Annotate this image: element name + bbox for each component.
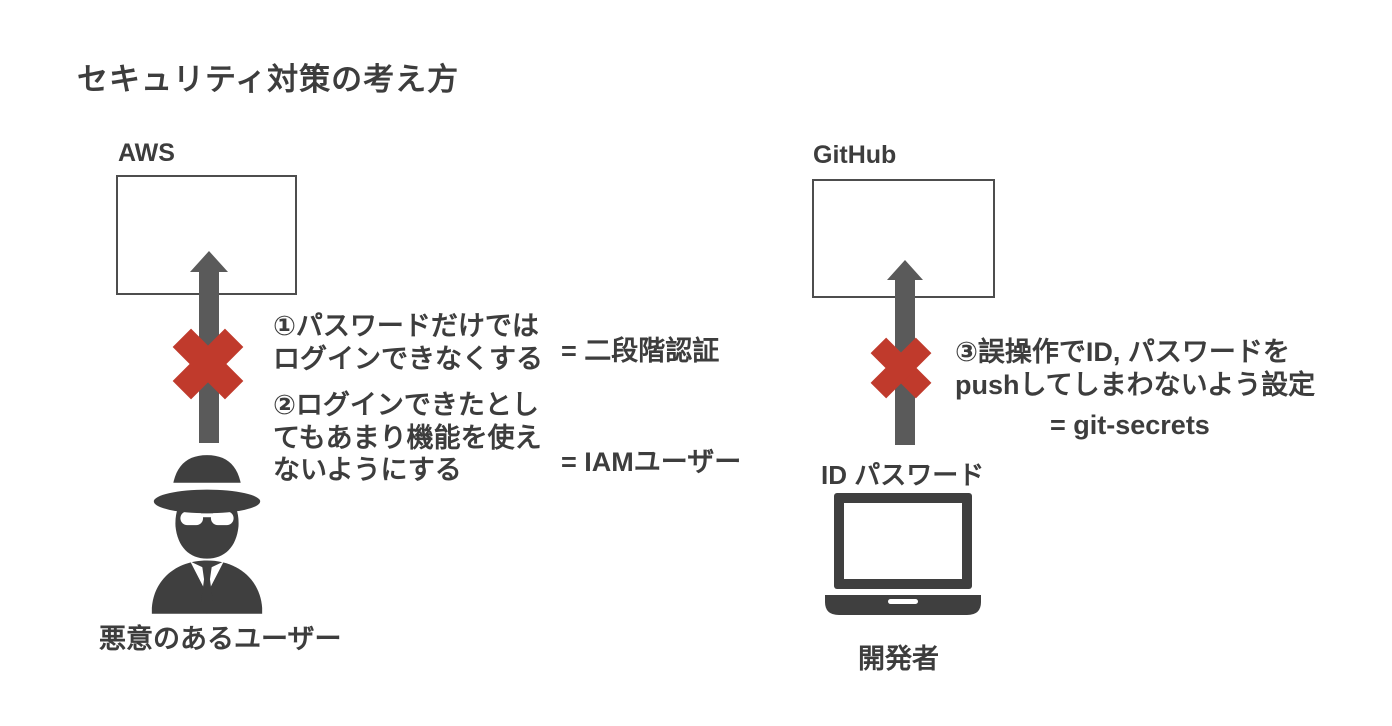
note-1-line-2: ログインできなくする: [273, 343, 543, 374]
up-arrow-shaft: [199, 270, 219, 443]
note-2-equals: = IAMユーザー: [561, 447, 742, 477]
note-1-line-1: ①パスワードだけでは: [273, 311, 539, 341]
laptop-icon: [825, 493, 981, 620]
id-password-label: ID パスワード: [821, 460, 985, 490]
note-3-line-1: ③誤操作でID, パスワードを: [955, 337, 1290, 367]
malicious-user-label: 悪意のあるユーザー: [99, 624, 342, 654]
note-1: ①パスワードだけでは ログインできなくする: [273, 310, 543, 375]
developer-label: 開発者: [858, 644, 939, 674]
note-3: ③誤操作でID, パスワードを pushしてしまわないよう設定: [955, 336, 1315, 401]
up-arrow-icon: [887, 260, 923, 280]
note-2-line-2: てもあまり機能を使え: [273, 422, 542, 453]
note-2: ②ログインできたとし てもあまり機能を使え ないようにする: [273, 389, 542, 487]
spy-icon: [142, 450, 272, 619]
note-3-line-2: pushしてしまわないよう設定: [955, 369, 1316, 400]
github-box-label: GitHub: [813, 141, 897, 169]
note-2-line-3: ないようにする: [273, 455, 462, 485]
note-3-equals: = git-secrets: [1050, 410, 1210, 440]
note-1-equals: = 二段階認証: [561, 336, 720, 366]
up-arrow-shaft: [895, 279, 915, 445]
aws-box-label: AWS: [118, 139, 175, 167]
page-title: セキュリティ対策の考え方: [77, 62, 460, 97]
note-2-line-1: ②ログインできたとし: [273, 390, 539, 420]
up-arrow-icon: [190, 251, 228, 272]
